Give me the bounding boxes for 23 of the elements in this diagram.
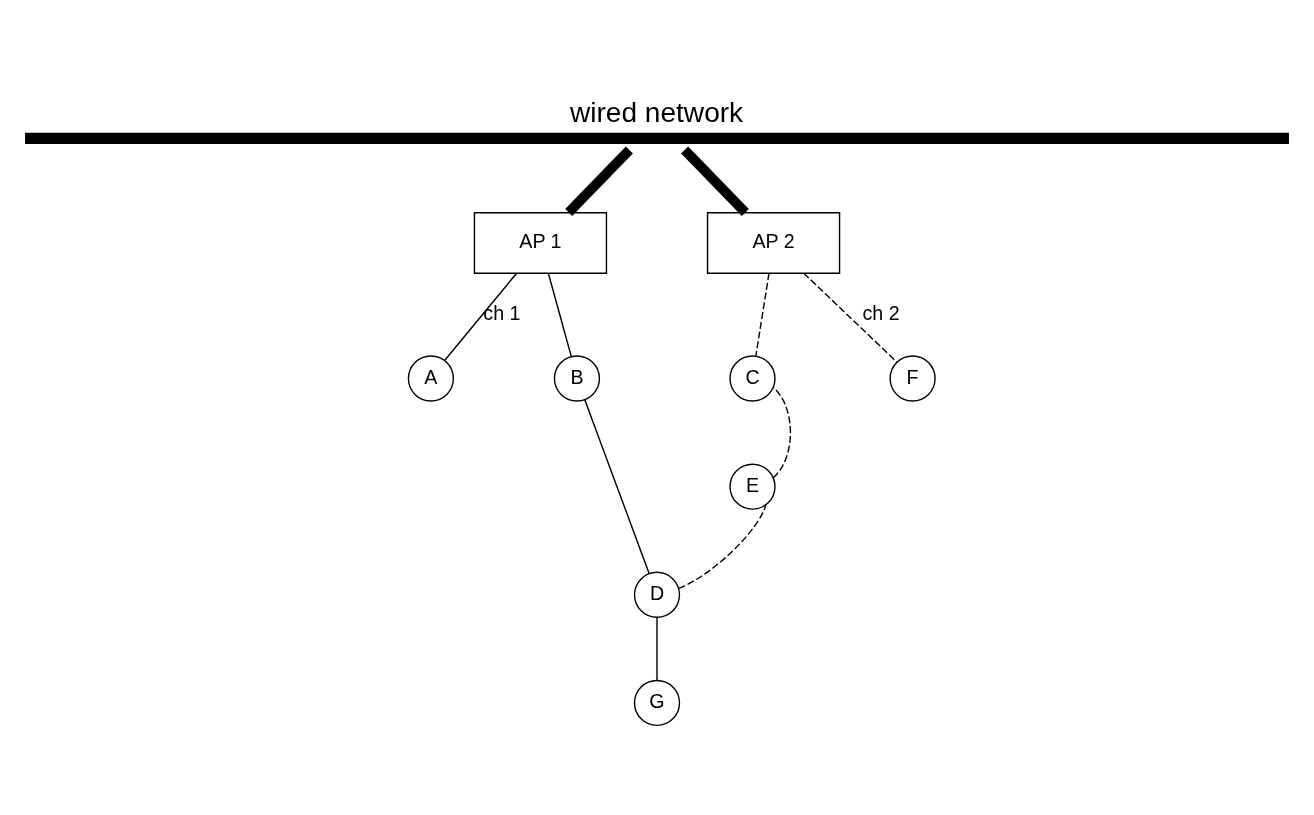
connector [681, 146, 749, 216]
node-box: AP 2 [706, 211, 841, 274]
connector [656, 616, 658, 681]
connector [565, 146, 633, 216]
edge-label: ch 1 [483, 301, 521, 324]
node-circle: D [633, 571, 681, 618]
edge-label: ch 2 [862, 301, 900, 324]
node-circle: G [633, 679, 681, 726]
connector [803, 272, 898, 363]
connector [584, 398, 650, 574]
node-label: wired network [569, 96, 744, 128]
node-circle: B [553, 354, 601, 402]
node-box: AP 1 [473, 211, 608, 274]
connector [443, 272, 518, 361]
node-circle: A [407, 354, 455, 402]
node-circle: E [729, 462, 776, 510]
node-circle: C [729, 354, 776, 402]
node-box [25, 132, 1289, 144]
node-circle: F [889, 354, 936, 402]
connector [547, 272, 572, 357]
connector [678, 503, 767, 589]
connector [772, 386, 792, 478]
connector [755, 272, 770, 357]
